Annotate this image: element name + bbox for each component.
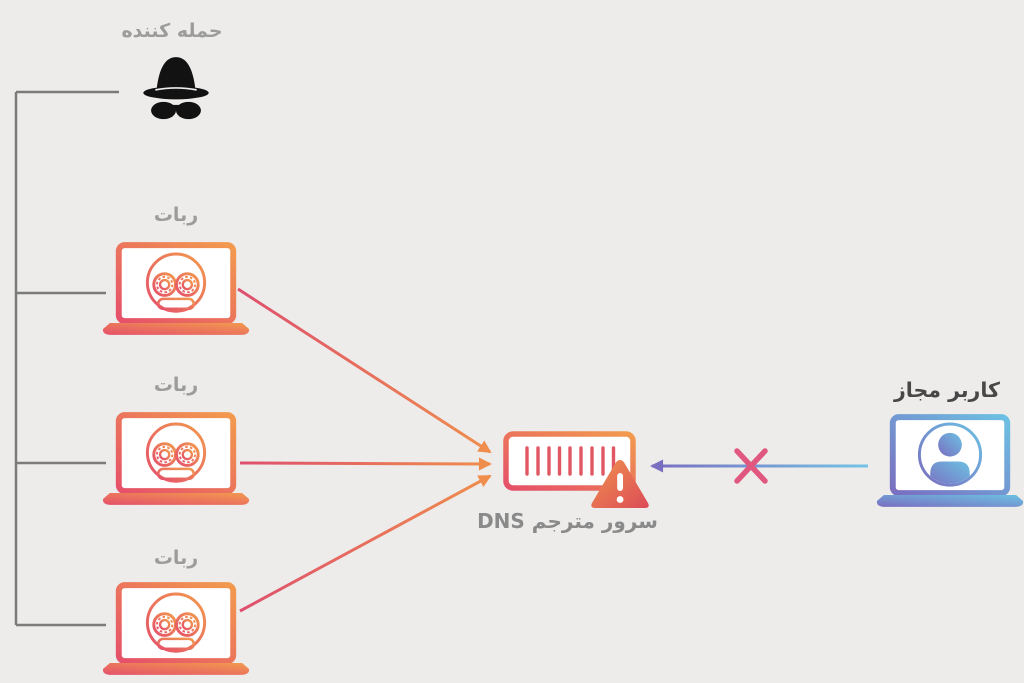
user-label: کاربر مجاز [894, 378, 1000, 402]
attack-arrow-bot1 [237, 287, 492, 454]
dns-server-label: سرور مترجم DNS [477, 509, 658, 533]
bot-laptop-icon [102, 412, 250, 505]
attack-arrow-bot2 [239, 457, 492, 471]
blocked-x-icon [734, 448, 768, 484]
attacker-label: حمله کننده [121, 20, 223, 42]
user-laptop-icon [876, 414, 1024, 507]
bot-laptop-icon [102, 242, 250, 335]
attack-arrow-bot3 [239, 474, 492, 613]
attack-arrows [237, 287, 492, 613]
bot-laptop-icon [102, 582, 250, 675]
command-tree-lines [14, 90, 119, 627]
person-icon [917, 422, 983, 487]
bot3-label: ربات [153, 547, 199, 569]
bot1-label: ربات [153, 204, 199, 226]
server-vent-bars [525, 446, 616, 476]
dns-server-icon [503, 431, 649, 508]
warning-triangle-icon [591, 460, 649, 508]
spy-icon [143, 57, 209, 120]
bot2-label: ربات [153, 374, 199, 396]
